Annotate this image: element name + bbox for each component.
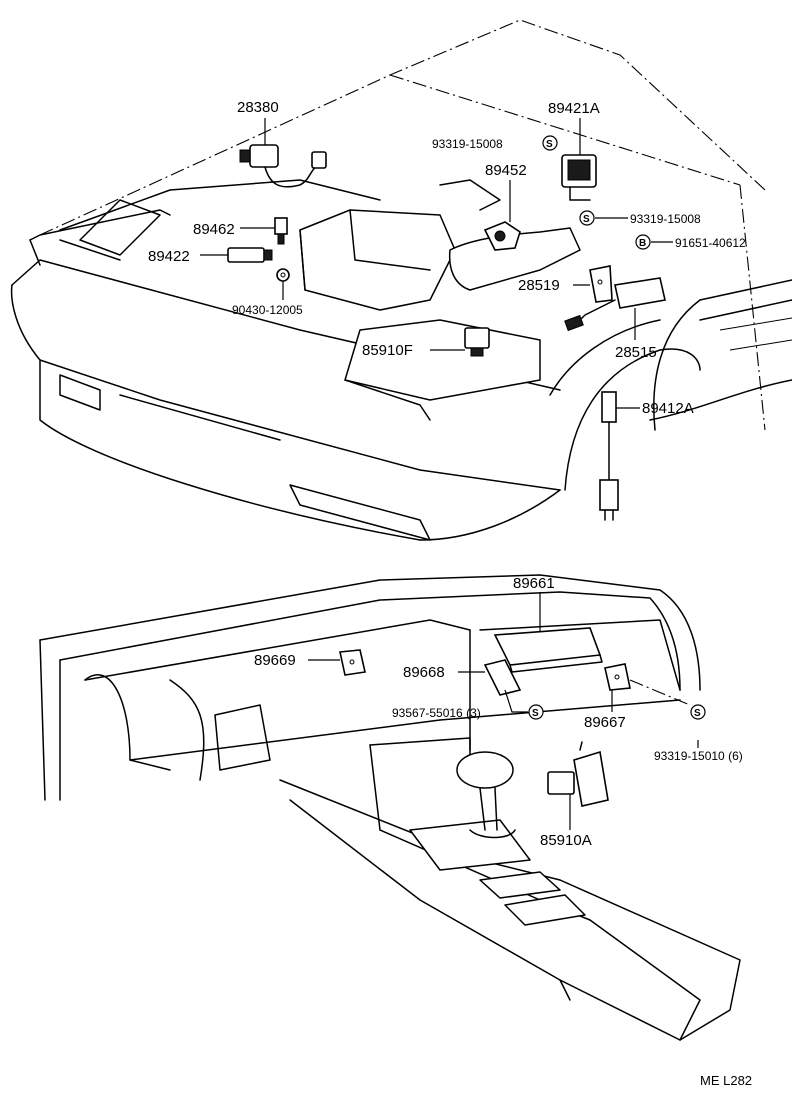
part-89669: 89669 [254, 649, 366, 676]
part-28515: 28515 [564, 277, 666, 361]
part-89412a: 89412A [599, 391, 694, 521]
label-89661: 89661 [513, 575, 555, 592]
engine-compartment-drawing [10, 19, 792, 541]
label-85910a: 85910A [540, 832, 592, 849]
s-symbol-icon-2: S [583, 214, 590, 225]
label-28519: 28519 [518, 277, 560, 294]
label-93319-15010: 93319-15010 (6) [654, 749, 743, 763]
part-85910f: 85910F [362, 327, 490, 359]
b-symbol-icon: B [639, 238, 646, 249]
label-89668: 89668 [403, 664, 445, 681]
part-89667: 89667 [584, 663, 631, 731]
part-90430-12005: 90430-12005 [232, 268, 303, 317]
label-89422: 89422 [148, 248, 190, 265]
part-89421a: 89421A [548, 100, 600, 201]
label-28515: 28515 [615, 344, 657, 361]
label-85910f: 85910F [362, 342, 413, 359]
part-89422: 89422 [148, 247, 273, 265]
part-93319-15008-lower: S 93319-15008 [579, 210, 701, 226]
part-89668: 89668 [403, 659, 522, 696]
label-93319-15008-upper: 93319-15008 [432, 137, 503, 151]
label-93319-15008-lower: 93319-15008 [630, 212, 701, 226]
label-90430-12005: 90430-12005 [232, 303, 303, 317]
part-93319-15008-upper: 93319-15008 S [432, 135, 558, 151]
label-89421a: 89421A [548, 100, 600, 117]
part-28519: 28519 [518, 265, 613, 303]
s-symbol-icon-3: S [532, 708, 539, 719]
s-symbol-icon-4: S [694, 708, 701, 719]
label-89452: 89452 [485, 162, 527, 179]
label-93567-55016: 93567-55016 (3) [392, 706, 481, 720]
s-symbol-icon: S [546, 139, 553, 150]
label-91651-40612: 91651-40612 [675, 236, 746, 250]
part-93567-55016: 93567-55016 (3) S [392, 689, 544, 720]
part-89661: 89661 [493, 575, 603, 673]
label-89462: 89462 [193, 221, 235, 238]
label-28380: 28380 [237, 99, 279, 116]
label-89412a: 89412A [642, 400, 694, 417]
part-28380: 28380 [237, 99, 327, 188]
part-93319-15010: S 93319-15010 (6) [629, 679, 743, 763]
part-85910a: 85910A [540, 741, 609, 849]
label-89667: 89667 [584, 714, 626, 731]
label-89669: 89669 [254, 652, 296, 669]
part-91651-40612: B 91651-40612 [635, 234, 746, 250]
part-89452: 89452 [483, 162, 527, 251]
diagram-code: ME L282 [700, 1073, 752, 1088]
dashboard-drawing [39, 574, 741, 1041]
part-89462: 89462 [193, 217, 288, 245]
